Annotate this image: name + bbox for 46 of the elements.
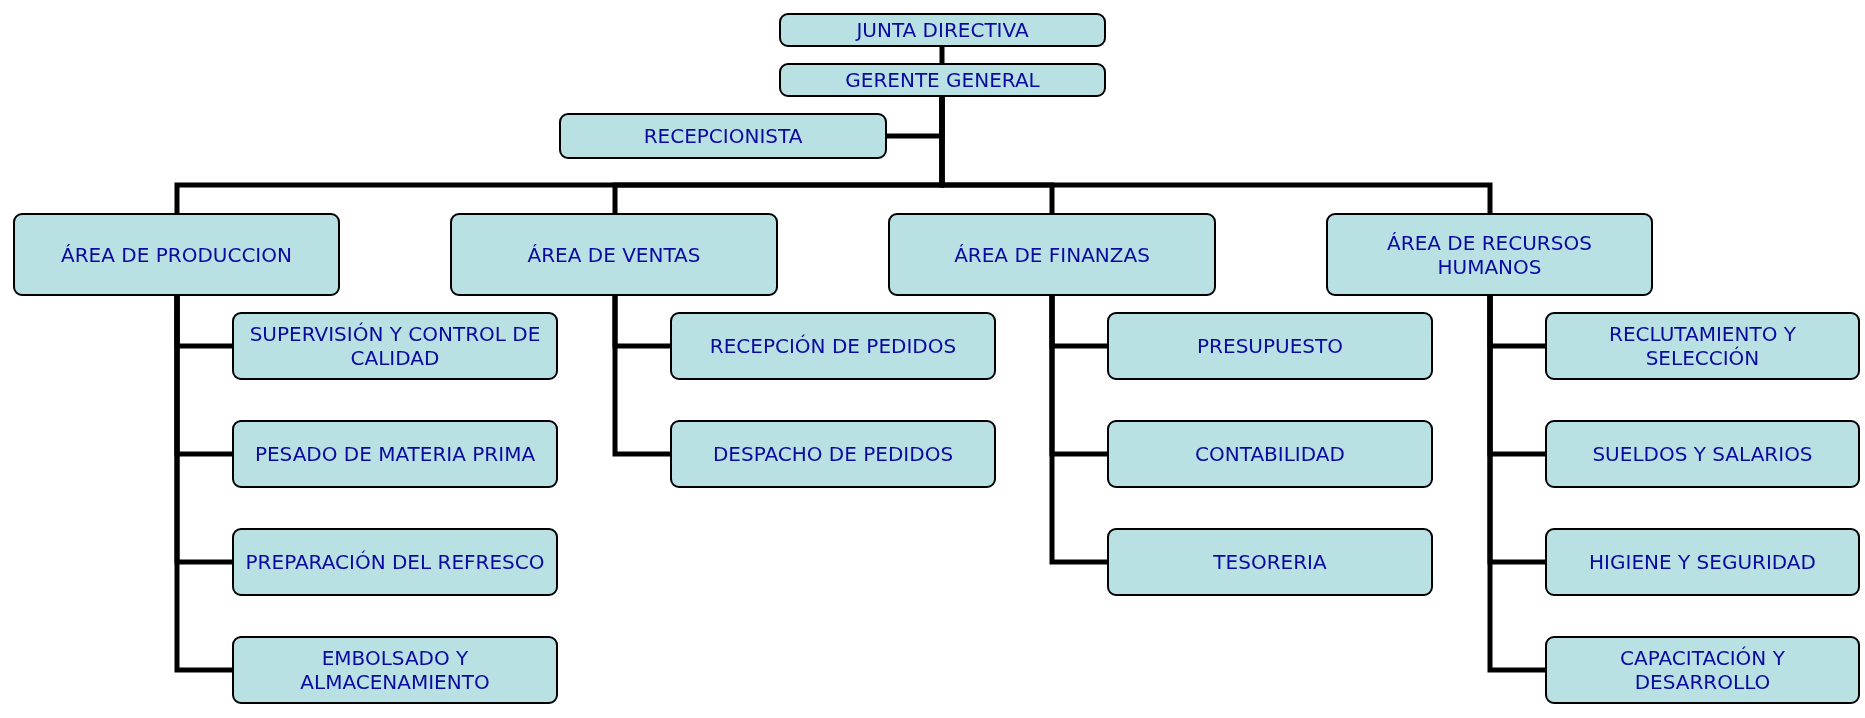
org-box (232, 312, 558, 380)
org-box (779, 63, 1106, 97)
connector-line (939, 47, 945, 63)
box-label: PESADO DE MATERIA PRIMA (254, 442, 536, 466)
box-label: ÁREA DE FINANZAS (954, 242, 1150, 267)
org-box (1545, 420, 1860, 488)
org-box (1107, 312, 1433, 380)
org-box (888, 213, 1216, 296)
org-box (670, 420, 996, 488)
box-label: CAPACITACIÓN Y DESARROLLO (1619, 646, 1786, 694)
org-box (1545, 528, 1860, 596)
box-label: RECLUTAMIENTO Y SELECCIÓN (1608, 322, 1797, 370)
org-box (232, 420, 558, 488)
box-label: EMBOLSADO Y ALMACENAMIENTO (299, 646, 491, 694)
connector-line (1487, 296, 1545, 673)
org-box (670, 312, 996, 380)
box-label: PREPARACIÓN DEL REFRESCO (245, 550, 545, 574)
box-label: ÁREA DE PRODUCCION (61, 242, 292, 267)
org-box (779, 13, 1106, 47)
box-label: HIGIENE Y SEGURIDAD (1589, 550, 1816, 574)
box-label: SUELDOS Y SALARIOS (1592, 442, 1813, 466)
connector-line (612, 296, 670, 457)
box-label: JUNTA DIRECTIVA (856, 18, 1029, 42)
box-label: CONTABILIDAD (1195, 442, 1345, 466)
box-label: TESORERIA (1213, 550, 1327, 574)
box-label: ÁREA DE RECURSOS HUMANOS (1386, 230, 1593, 279)
org-box (232, 528, 558, 596)
connector-line (1049, 296, 1107, 565)
box-label: RECEPCIONISTA (643, 124, 803, 148)
box-label: DESPACHO DE PEDIDOS (712, 442, 954, 466)
org-box (559, 113, 887, 159)
org-box (450, 213, 778, 296)
org-box (1107, 420, 1433, 488)
org-box (13, 213, 340, 296)
box-label: ÁREA DE VENTAS (527, 242, 701, 267)
box-label: PRESUPUESTO (1197, 334, 1343, 358)
box-label: GERENTE GENERAL (845, 68, 1040, 92)
org-box (1545, 312, 1860, 380)
box-label: RECEPCIÓN DE PEDIDOS (709, 334, 957, 358)
connector-line (939, 97, 1493, 213)
box-label: SUPERVISIÓN Y CONTROL DE CALIDAD (248, 322, 542, 370)
org-box (1545, 636, 1860, 704)
org-box (1326, 213, 1653, 296)
org-box (1107, 528, 1433, 596)
connector-line (174, 296, 232, 673)
org-box (232, 636, 558, 704)
